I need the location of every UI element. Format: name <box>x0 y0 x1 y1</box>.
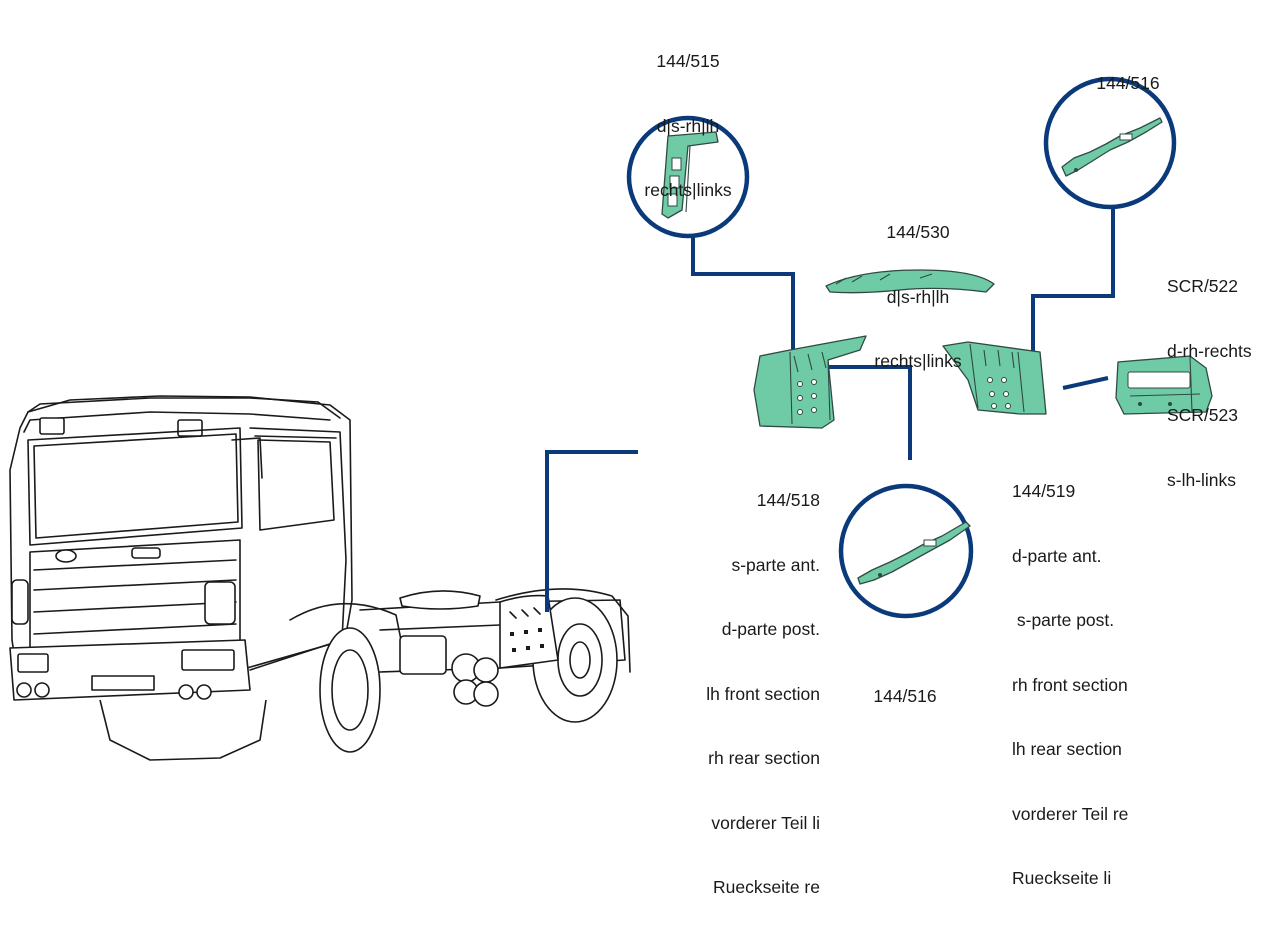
parts-diagram: .ln { stroke:#0a3a7a; stroke-width:4; fi… <box>0 0 1265 763</box>
label-line: 144/530 <box>853 222 983 244</box>
label-line: 144/519 <box>1012 481 1192 503</box>
label-line: 144/518 <box>640 490 820 512</box>
label-line: d|s-rh|lh <box>628 116 748 138</box>
label-line: SCR/522 <box>1167 276 1265 298</box>
label-line: d-parte ant. <box>1012 546 1192 568</box>
label-line: Rueckseite re <box>640 877 820 899</box>
truck-drawing-icon <box>10 396 630 760</box>
label-144-516-top: 144/516 <box>1068 30 1188 138</box>
label-line: vorderer Teil li <box>640 813 820 835</box>
label-line: rechts|links <box>853 351 983 373</box>
label-line: d-parte post. <box>640 619 820 641</box>
label-line: lh front section <box>640 684 820 706</box>
label-line: d-rh-rechts <box>1167 341 1265 363</box>
label-line: s-parte ant. <box>640 555 820 577</box>
fender-518-icon <box>754 336 866 428</box>
label-line: lh rear section <box>1012 739 1192 761</box>
label-line: Rueckseite li <box>1012 868 1192 890</box>
mounting-strip-icon <box>841 486 971 616</box>
label-line: vorderer Teil re <box>1012 804 1192 826</box>
label-line: SCR/523 <box>1167 405 1265 427</box>
label-line: 144/516 <box>840 686 970 708</box>
label-line: 144/516 <box>1068 73 1188 95</box>
label-144-519: 144/519 d-parte ant. s-parte post. rh fr… <box>1012 438 1192 933</box>
label-line: rechts|links <box>628 180 748 202</box>
label-144-518: 144/518 s-parte ant. d-parte post. lh fr… <box>640 447 820 942</box>
label-line: 144/515 <box>628 51 748 73</box>
label-line: d|s-rh|lh <box>853 287 983 309</box>
label-144-516-bottom: 144/516 <box>840 643 970 751</box>
label-line: rh front section <box>1012 675 1192 697</box>
label-line: s-parte post. <box>1012 610 1192 632</box>
label-144-515: 144/515 d|s-rh|lh rechts|links <box>628 8 748 245</box>
label-144-530: 144/530 d|s-rh|lh rechts|links <box>853 179 983 416</box>
label-line: rh rear section <box>640 748 820 770</box>
